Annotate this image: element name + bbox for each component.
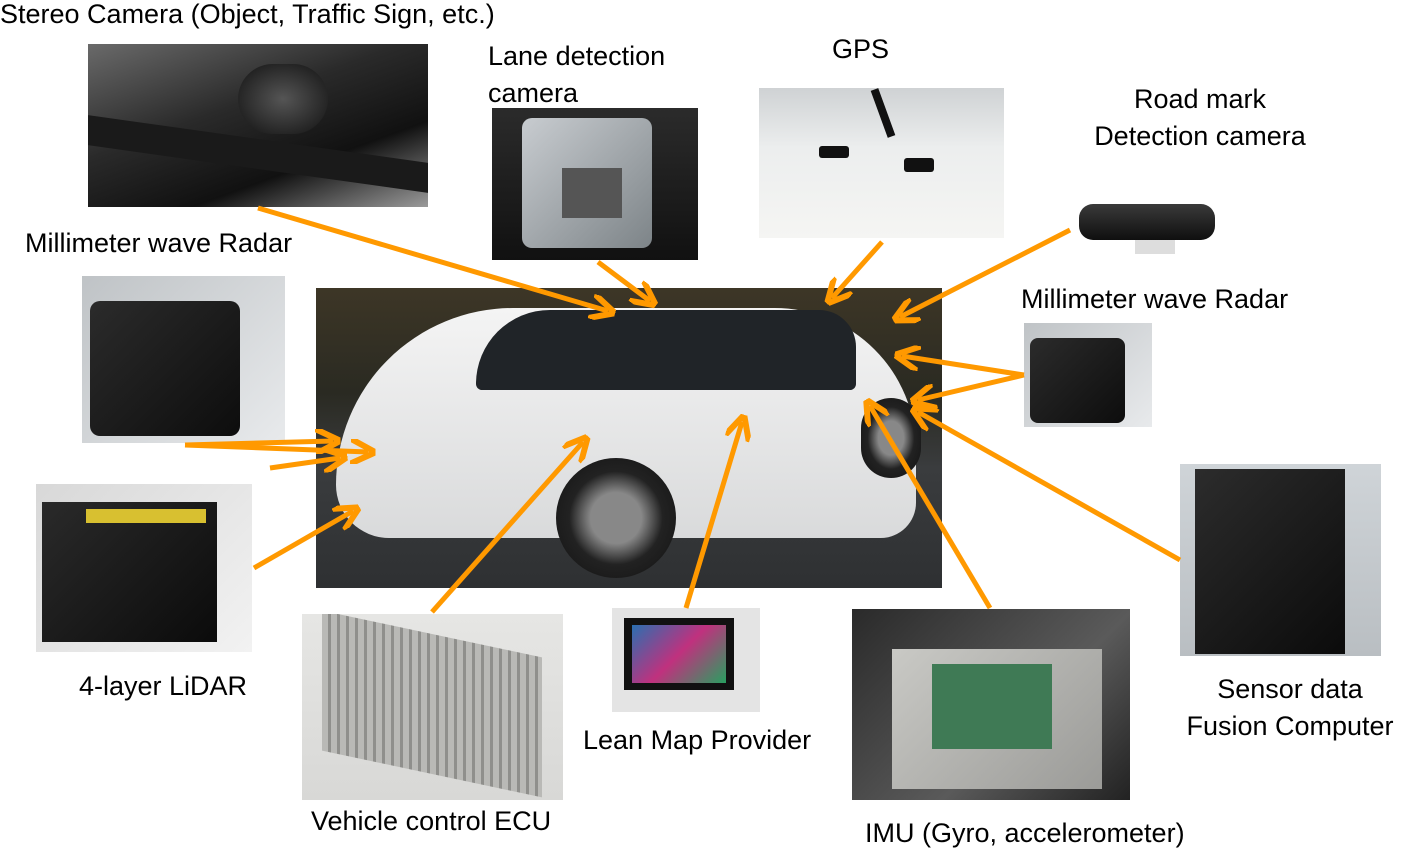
arrow-gps: [832, 240, 884, 298]
fusion-label-line2: Fusion Computer: [1186, 711, 1394, 741]
ecu-photo: [302, 614, 563, 800]
gps-label: GPS: [832, 34, 890, 64]
lidar-label: 4-layer LiDAR: [79, 671, 248, 701]
arrow-radar-right-2: [918, 372, 1025, 400]
road-mark-camera-label: Road mark Detection camera: [1070, 81, 1330, 155]
road-mark-label-line2: Detection camera: [1094, 121, 1306, 151]
stereo-camera-label: Stereo Camera (Object, Traffic Sign, etc…: [0, 0, 495, 29]
arrow-lane-camera: [596, 260, 650, 301]
gps-antenna-photo: [759, 88, 1004, 238]
lane-camera-label-line2: camera: [488, 78, 579, 108]
radar-right-photo: [1024, 323, 1152, 427]
arrow-fusion-computer: [918, 412, 1182, 563]
vehicle-photo: [316, 288, 942, 588]
ecu-label: Vehicle control ECU: [311, 806, 552, 836]
arrow-map: [683, 422, 742, 609]
arrow-stereo-camera: [257, 205, 608, 311]
arrow-lidar: [252, 511, 353, 571]
lane-camera-label: Lane detection camera: [488, 38, 665, 112]
map-provider-label: Lean Map Provider: [583, 725, 812, 755]
radar-right-label: Millimeter wave Radar: [1021, 284, 1289, 314]
road-mark-label-line1: Road mark: [1133, 84, 1267, 114]
radar-left-label: Millimeter wave Radar: [25, 228, 293, 258]
fusion-computer-photo: [1180, 464, 1381, 656]
fusion-label-line1: Sensor data: [1217, 674, 1363, 704]
imu-label: IMU (Gyro, accelerometer): [865, 818, 1185, 848]
arrow-radar-left-3: [269, 458, 340, 468]
fusion-computer-label: Sensor data Fusion Computer: [1160, 671, 1408, 745]
road-mark-camera-photo: [1075, 198, 1222, 255]
arrow-ecu: [430, 442, 583, 614]
lidar-photo: [36, 484, 252, 652]
arrow-radar-right-1: [902, 356, 1025, 378]
imu-photo: [852, 609, 1130, 800]
tablet-photo: [612, 608, 760, 712]
radar-left-photo: [82, 276, 285, 443]
lane-camera-label-line1: Lane detection: [488, 41, 666, 71]
lane-camera-photo: [492, 108, 698, 260]
arrow-radar-left-2: [184, 445, 368, 452]
stereo-camera-photo: [88, 44, 428, 207]
arrow-road-mark-camera: [900, 227, 1072, 317]
arrow-imu: [870, 406, 993, 610]
